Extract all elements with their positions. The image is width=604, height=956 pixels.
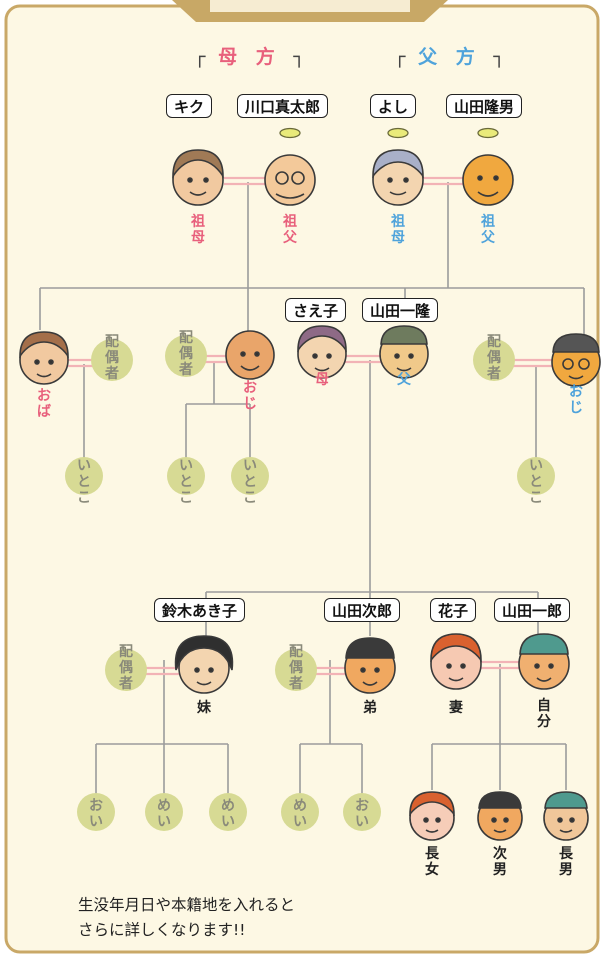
nephew-circle-1 bbox=[77, 793, 115, 831]
relation-paternal-grandmother: 祖母 bbox=[391, 214, 405, 246]
niece-circle-3 bbox=[281, 793, 319, 831]
halo-icon bbox=[387, 127, 409, 139]
face-kawaguchi-shintaro bbox=[264, 154, 316, 206]
faces bbox=[19, 149, 601, 841]
relation-spouse-of-uncle: 配偶者 bbox=[179, 330, 193, 378]
spouse-circle-sister bbox=[105, 649, 147, 691]
face-kiku bbox=[172, 149, 224, 206]
relation-niece-2: めい bbox=[221, 798, 235, 830]
footer-note-line-1: 生没年月日や本籍地を入れると bbox=[78, 896, 296, 914]
spouse-circle-uncle-paternal bbox=[473, 339, 515, 381]
relation-cousin-1: いとこ bbox=[77, 458, 91, 506]
marriage-links bbox=[64, 176, 558, 676]
title-plate-inner bbox=[210, 0, 410, 12]
relation-cousin-3: いとこ bbox=[243, 458, 257, 506]
role-circles bbox=[65, 335, 555, 831]
face-yamada-takao bbox=[462, 154, 514, 206]
relation-wife: 妻 bbox=[449, 700, 463, 716]
relation-spouse-of-brother: 配偶者 bbox=[289, 644, 303, 692]
face-second-son bbox=[477, 791, 523, 841]
face-saeko bbox=[297, 325, 347, 379]
relation-father: 父 bbox=[397, 372, 411, 388]
footer-note: 生没年月日や本籍地を入れると さらに詳しくなります!! bbox=[78, 893, 295, 943]
relation-paternal-grandfather: 祖父 bbox=[481, 214, 495, 246]
name-kiku: キク bbox=[166, 94, 213, 118]
relation-niece-3: めい bbox=[293, 798, 307, 830]
relation-aunt: おば bbox=[37, 388, 51, 420]
name-yoshi: よし bbox=[370, 94, 417, 118]
face-sister bbox=[174, 635, 234, 694]
cousin-circle-4 bbox=[517, 457, 555, 495]
relation-maternal-grandmother: 祖母 bbox=[191, 214, 205, 246]
face-yoshi bbox=[372, 149, 424, 206]
relation-cousin-2: いとこ bbox=[179, 458, 193, 506]
paternal-side-heading: ┌ 父 方 ┐ bbox=[394, 46, 505, 68]
name-yamada-ichiro: 山田一郎 bbox=[494, 598, 571, 622]
name-hanako: 花子 bbox=[430, 598, 477, 622]
relation-maternal-grandfather: 祖父 bbox=[283, 214, 297, 246]
face-hanako bbox=[430, 633, 482, 690]
halo-icons bbox=[279, 127, 499, 139]
niece-circle-1 bbox=[145, 793, 183, 831]
name-yamada-takao: 山田隆男 bbox=[446, 94, 523, 118]
relation-spouse-of-sister: 配偶者 bbox=[119, 644, 133, 692]
relation-brother: 弟 bbox=[363, 700, 377, 716]
relation-cousin-4: いとこ bbox=[529, 458, 543, 506]
relation-self: 自分 bbox=[537, 698, 551, 730]
face-yamada-kazutaka bbox=[379, 325, 429, 379]
bracket-open: ┌ bbox=[194, 46, 206, 68]
spouse-circle-uncle bbox=[165, 335, 207, 377]
halo-icon bbox=[279, 127, 301, 139]
name-saeko: さえ子 bbox=[285, 298, 347, 322]
halo-icon bbox=[477, 127, 499, 139]
bracket-open: ┌ bbox=[394, 46, 406, 68]
name-yamada-jiro: 山田次郎 bbox=[324, 598, 401, 622]
niece-circle-2 bbox=[209, 793, 247, 831]
bracket-close: ┐ bbox=[493, 46, 505, 68]
name-kawaguchi-shintaro: 川口真太郎 bbox=[237, 94, 329, 118]
nephew-circle-2 bbox=[343, 793, 381, 831]
relation-spouse-of-paternal-uncle: 配偶者 bbox=[487, 334, 501, 382]
relation-nephew-2: おい bbox=[355, 798, 369, 830]
face-aunt bbox=[19, 331, 69, 385]
face-uncle-paternal bbox=[551, 333, 601, 387]
footer-note-line-2: さらに詳しくなります!! bbox=[78, 921, 246, 939]
face-brother bbox=[344, 637, 396, 694]
relation-sister: 妹 bbox=[197, 700, 211, 716]
relation-mother: 母 bbox=[315, 372, 329, 388]
maternal-side-heading: ┌ 母 方 ┐ bbox=[194, 46, 305, 68]
name-suzuki-akiko: 鈴木あき子 bbox=[154, 598, 246, 622]
maternal-side-label: 母 方 bbox=[218, 46, 281, 68]
face-uncle-maternal bbox=[225, 330, 275, 380]
face-eldest-son bbox=[543, 791, 589, 841]
face-yamada-ichiro bbox=[518, 633, 570, 690]
relation-eldest-son: 長男 bbox=[559, 846, 573, 878]
relation-niece-1: めい bbox=[157, 798, 171, 830]
name-yamada-kazutaka: 山田一隆 bbox=[362, 298, 439, 322]
cousin-circle-1 bbox=[65, 457, 103, 495]
cousin-circle-3 bbox=[231, 457, 269, 495]
cousin-circle-2 bbox=[167, 457, 205, 495]
relation-uncle-paternal: おじ bbox=[569, 384, 583, 416]
relation-second-son: 次男 bbox=[493, 846, 507, 878]
paternal-side-label: 父 方 bbox=[418, 46, 481, 68]
face-eldest-daughter bbox=[409, 791, 455, 841]
spouse-circle-brother bbox=[275, 649, 317, 691]
spouse-circle-aunt bbox=[91, 339, 133, 381]
relation-uncle-maternal: おじ bbox=[243, 380, 257, 412]
relation-eldest-daughter: 長女 bbox=[425, 846, 439, 878]
bracket-close: ┐ bbox=[293, 46, 305, 68]
relation-spouse-of-aunt: 配偶者 bbox=[105, 334, 119, 382]
relation-nephew-1: おい bbox=[89, 798, 103, 830]
